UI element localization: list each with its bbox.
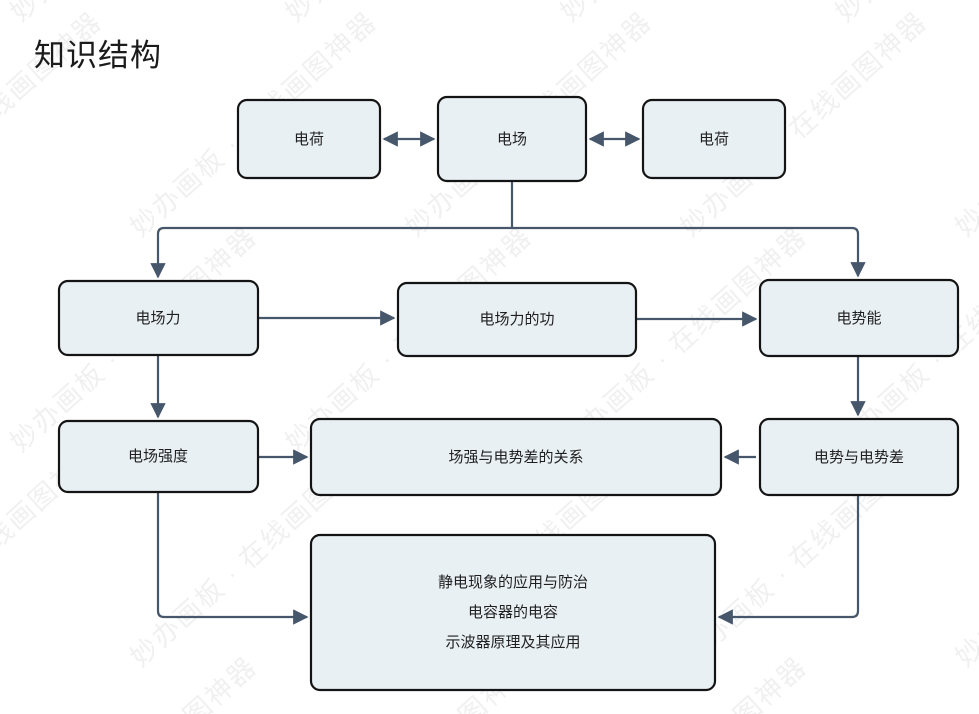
node-label-charge-left: 电荷 (294, 131, 324, 148)
node-relation[interactable]: 场强与电势差的关系 (309, 417, 723, 497)
node-label-potential-difference: 电势与电势差 (814, 449, 904, 466)
node-label-field-strength: 电场强度 (128, 448, 188, 465)
node-work-of-efield-force[interactable]: 电场力的功 (396, 281, 638, 358)
node-label-applications-line3: 示波器原理及其应用 (445, 633, 580, 651)
node-applications[interactable]: 静电现象的应用与防治 电容器的电容 示波器原理及其应用 (309, 533, 717, 692)
node-label-applications-line1: 静电现象的应用与防治 (438, 573, 588, 591)
node-potential-energy[interactable]: 电势能 (758, 278, 960, 358)
node-label-work-of-efield-force: 电场力的功 (479, 311, 554, 328)
node-potential-difference[interactable]: 电势与电势差 (758, 417, 960, 497)
page-title: 知识结构 (34, 38, 162, 73)
node-field-strength[interactable]: 电场强度 (57, 419, 260, 494)
node-label-relation: 场强与电势差的关系 (448, 449, 583, 466)
node-label-applications-line2: 电容器的电容 (468, 604, 558, 621)
node-charge-left[interactable]: 电荷 (236, 98, 382, 180)
edge-field-strength-to-applications (156, 492, 309, 625)
node-efield-force[interactable]: 电场力 (57, 279, 260, 357)
edge-bus-to-efield-force (150, 226, 512, 279)
node-label-efield-force: 电场力 (135, 310, 180, 327)
edge-potential-diff-to-applications (717, 495, 860, 625)
node-charge-right[interactable]: 电荷 (641, 98, 787, 180)
edge-bus-to-potential-energy (512, 226, 866, 278)
node-layer: 电荷 电场 电荷 电场力 电场力的功 电势能 电场强度 场强与电 (57, 95, 960, 692)
node-label-charge-right: 电荷 (699, 131, 729, 148)
node-label-potential-energy: 电势能 (836, 310, 881, 327)
node-efield[interactable]: 电场 (436, 95, 588, 183)
node-label-efield: 电场 (497, 131, 527, 148)
edge-layer (150, 131, 866, 625)
